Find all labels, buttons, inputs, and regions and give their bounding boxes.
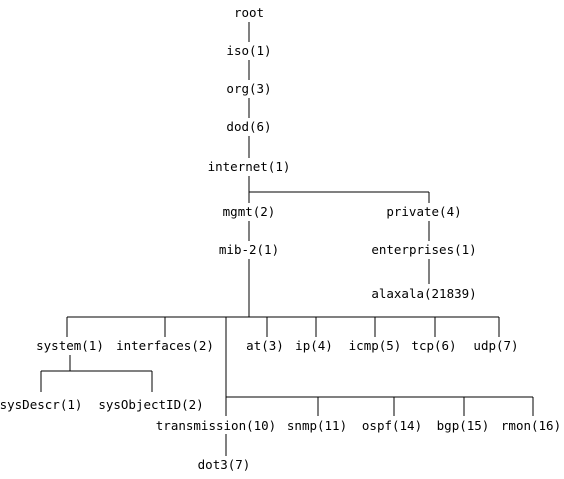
tree-edges xyxy=(40,22,534,456)
node-private: private(4) xyxy=(386,204,461,219)
node-snmp: snmp(11) xyxy=(287,418,347,433)
node-dod: dod(6) xyxy=(226,119,271,134)
node-internet: internet(1) xyxy=(208,159,291,174)
node-rmon: rmon(16) xyxy=(501,418,561,433)
node-mgmt: mgmt(2) xyxy=(223,204,276,219)
node-sysdescr: sysDescr(1) xyxy=(0,397,82,412)
node-system: system(1) xyxy=(36,338,104,353)
node-udp: udp(7) xyxy=(473,338,518,353)
node-dot3: dot3(7) xyxy=(198,457,251,472)
node-mib-2: mib-2(1) xyxy=(219,242,279,257)
node-org: org(3) xyxy=(226,81,271,96)
node-sysobjectid: sysObjectID(2) xyxy=(98,397,203,412)
node-root: root xyxy=(234,5,264,20)
node-ip: ip(4) xyxy=(295,338,333,353)
node-iso: iso(1) xyxy=(226,43,271,58)
node-bgp: bgp(15) xyxy=(437,418,490,433)
tree-nodes: root iso(1) org(3) dod(6) internet(1) mg… xyxy=(0,5,561,472)
node-enterprises: enterprises(1) xyxy=(371,242,476,257)
node-ospf: ospf(14) xyxy=(362,418,422,433)
node-alaxala: alaxala(21839) xyxy=(371,286,476,301)
node-tcp: tcp(6) xyxy=(411,338,456,353)
node-transmission: transmission(10) xyxy=(156,418,276,433)
node-interfaces: interfaces(2) xyxy=(116,338,214,353)
node-icmp: icmp(5) xyxy=(349,338,402,353)
node-at: at(3) xyxy=(246,338,284,353)
